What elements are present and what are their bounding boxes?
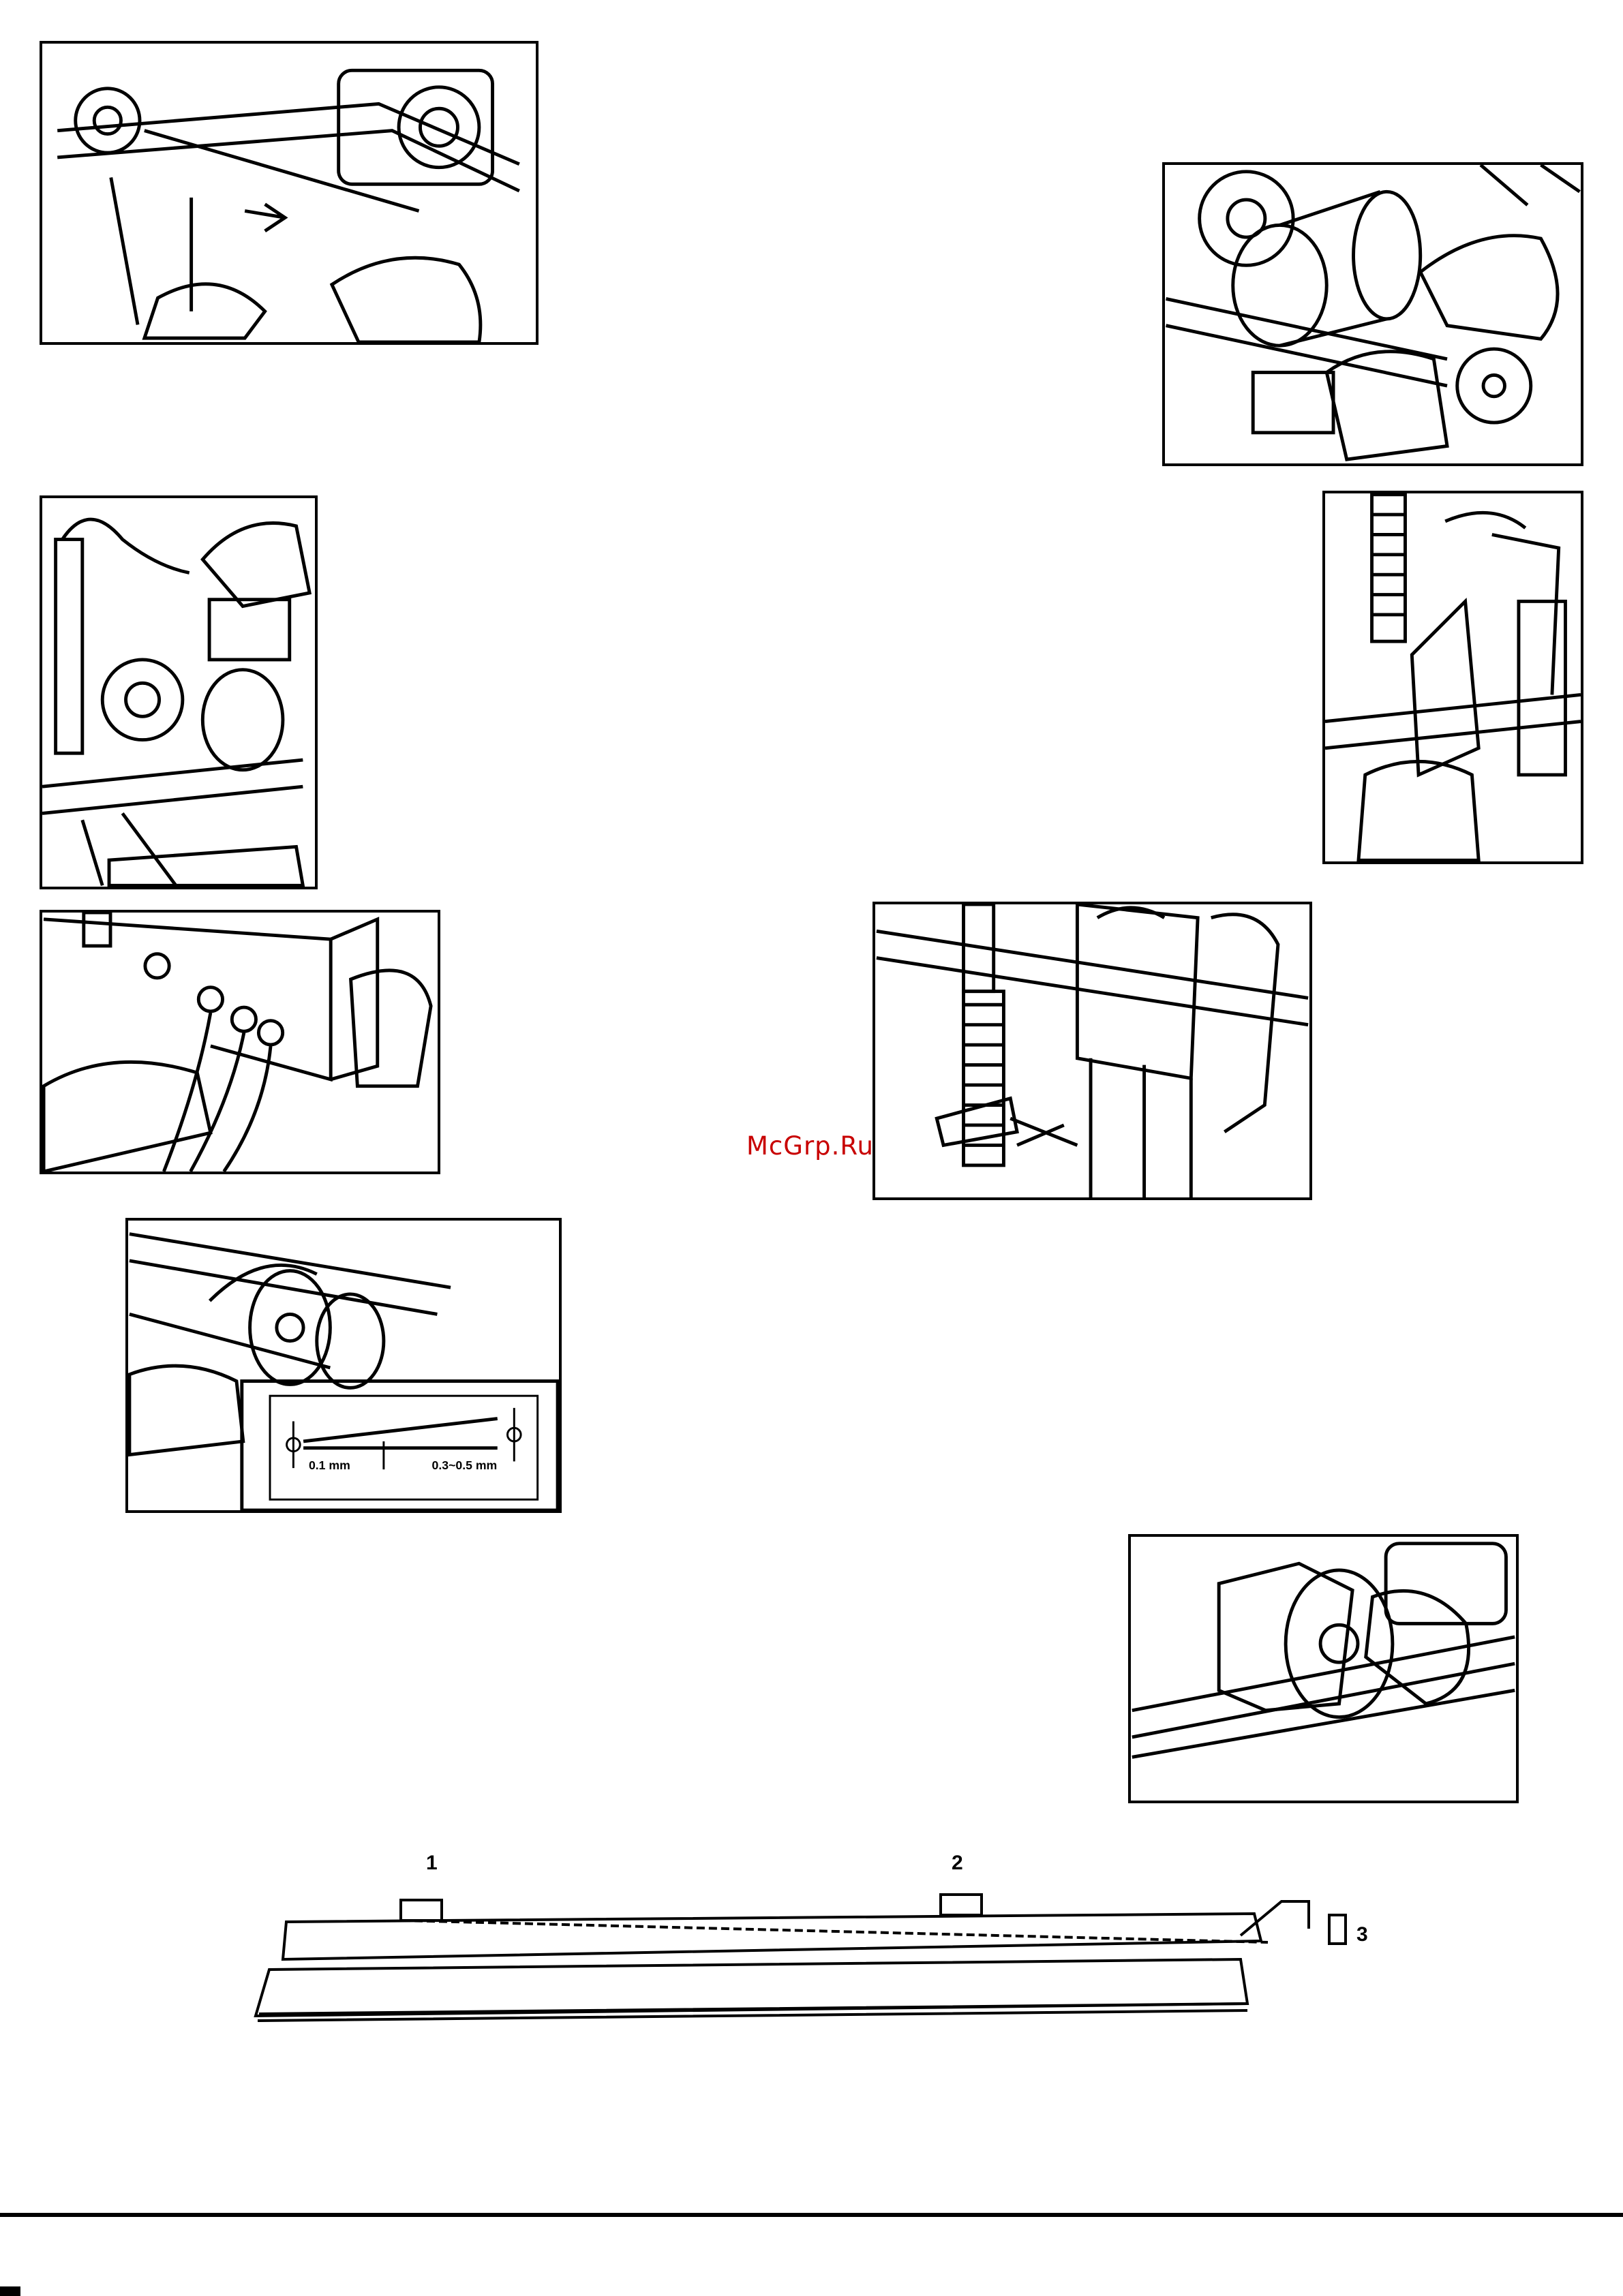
- figure-roller-hand-top-right: [1162, 162, 1583, 466]
- belt-pulley-illustration: [42, 44, 536, 342]
- clamp-1: [401, 1900, 442, 1920]
- page-bottom-rule: [0, 2213, 1623, 2217]
- figure-blade-insertion: [1322, 491, 1583, 864]
- cable-clamp-illustration: [42, 498, 315, 887]
- figure-cable-clamp: [40, 495, 318, 889]
- gap-dimension-small: 0.1 mm: [309, 1458, 350, 1472]
- clamp-2: [941, 1895, 982, 1915]
- callout-2: 2: [952, 1852, 963, 1875]
- figure-roller-gap-diagram: 0.1 mm 0.3~0.5 mm: [125, 1218, 562, 1513]
- figure-rail-assembly: [245, 1840, 1391, 2024]
- gap-dimension-large: 0.3~0.5 mm: [432, 1458, 498, 1472]
- blade-insertion-illustration: [1325, 493, 1581, 861]
- figure-pulley-adjustment: [1128, 1534, 1519, 1803]
- figure-blade-holder-adjustment: [873, 902, 1312, 1200]
- watermark: McGrp.Ru: [746, 1131, 874, 1161]
- crank-3: [1329, 1915, 1346, 1944]
- control-box-illustration: [42, 913, 438, 1172]
- figure-control-box-connectors: [40, 910, 440, 1174]
- callout-1: 1: [426, 1852, 438, 1875]
- pulley-adjustment-illustration: [1131, 1537, 1516, 1801]
- page-corner-mark: [0, 2286, 20, 2296]
- callout-3: 3: [1356, 1923, 1368, 1946]
- roller-illustration: [1165, 165, 1581, 463]
- rail-assembly-illustration: [245, 1840, 1391, 2024]
- roller-gap-illustration: 0.1 mm 0.3~0.5 mm: [128, 1221, 559, 1510]
- figure-belt-pulley-hand: [40, 41, 539, 345]
- blade-holder-illustration: [875, 904, 1309, 1197]
